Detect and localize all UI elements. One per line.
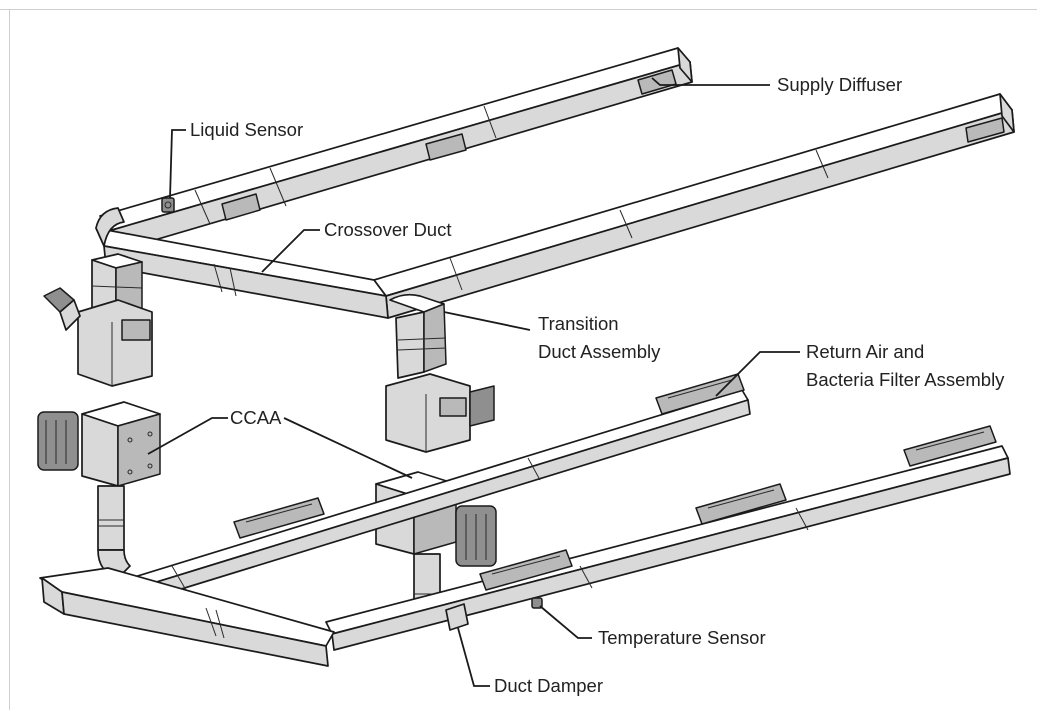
return-filter-back-2: [233, 497, 325, 539]
liquid-sensor-device: [161, 197, 175, 213]
return-filter-front-1: [903, 425, 997, 467]
leader-liquid-sensor: [169, 129, 186, 199]
transition-duct-assembly: [389, 293, 447, 379]
label-return-air-line2: Bacteria Filter Assembly: [806, 369, 1005, 390]
return-filter-front-3: [479, 549, 573, 591]
supply-diffuser-back-2: [425, 133, 467, 161]
return-filter-back-1: [655, 373, 745, 415]
duct-damper-device: [445, 603, 469, 631]
leader-ccaa-right: [283, 417, 413, 479]
label-liquid-sensor: Liquid Sensor: [190, 119, 303, 140]
supply-diffuser-front-1: [965, 117, 1005, 143]
leader-crossover-duct: [261, 229, 320, 273]
leader-supply-diffuser: [651, 77, 770, 86]
left-fan-housing: [43, 287, 153, 387]
frame-left-border: [9, 9, 10, 710]
leader-transition-duct: [443, 311, 531, 331]
left-lower-pipe: [97, 485, 131, 579]
frame-top-border: [0, 9, 1037, 10]
left-supply-elbow: [95, 207, 125, 247]
label-temperature-sensor: Temperature Sensor: [598, 627, 766, 648]
leader-temperature-sensor: [539, 605, 592, 639]
label-return-air-line1: Return Air and: [806, 341, 924, 362]
leader-return-air: [715, 351, 800, 397]
label-crossover-duct: Crossover Duct: [324, 219, 451, 240]
lower-crossover-duct: [39, 567, 335, 667]
label-transition-line2: Duct Assembly: [538, 341, 661, 362]
return-filter-front-2: [695, 483, 787, 525]
leader-duct-damper: [457, 627, 490, 687]
leader-ccaa-left: [147, 417, 228, 455]
left-ccaa-unit: [37, 401, 161, 487]
label-ccaa: CCAA: [230, 407, 282, 428]
label-transition-line1: Transition: [538, 313, 619, 334]
right-fan-housing: [385, 373, 495, 453]
label-duct-damper: Duct Damper: [494, 675, 603, 696]
supply-diffuser-back-3: [221, 193, 261, 221]
label-supply-diffuser: Supply Diffuser: [777, 74, 902, 95]
temperature-sensor-device: [531, 597, 543, 609]
